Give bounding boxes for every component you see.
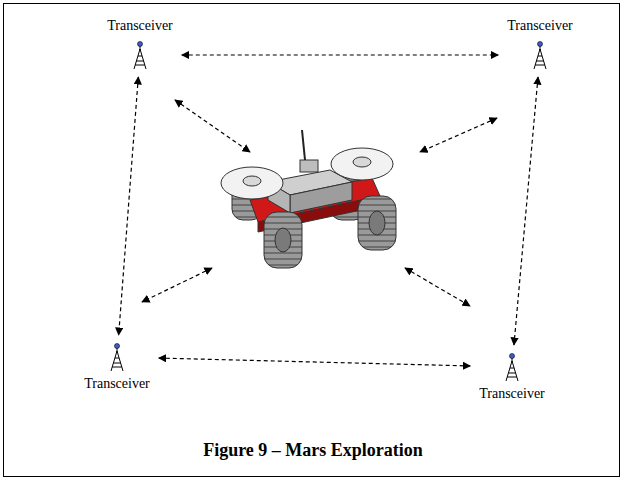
antenna-tower xyxy=(530,40,550,70)
antenna-tower xyxy=(130,40,150,70)
link-arrow xyxy=(514,77,538,345)
transceiver-node: Transceiver xyxy=(503,16,577,72)
link-arrow xyxy=(159,358,470,366)
node-label: Transceiver xyxy=(479,386,545,402)
node-label: Transceiver xyxy=(107,18,173,34)
transceiver-node: Transceiver xyxy=(103,16,177,72)
antenna-tower xyxy=(107,342,127,372)
antenna-tower xyxy=(502,352,522,382)
node-label: Transceiver xyxy=(84,376,150,392)
transceiver-node: Transceiver xyxy=(475,350,549,404)
figure-frame xyxy=(3,3,620,477)
node-label: Transceiver xyxy=(507,18,573,34)
transceiver-node: Transceiver xyxy=(80,340,154,394)
link-arrow xyxy=(182,54,498,55)
figure-caption: Figure 9 – Mars Exploration xyxy=(0,440,626,461)
link-arrow xyxy=(119,77,139,335)
